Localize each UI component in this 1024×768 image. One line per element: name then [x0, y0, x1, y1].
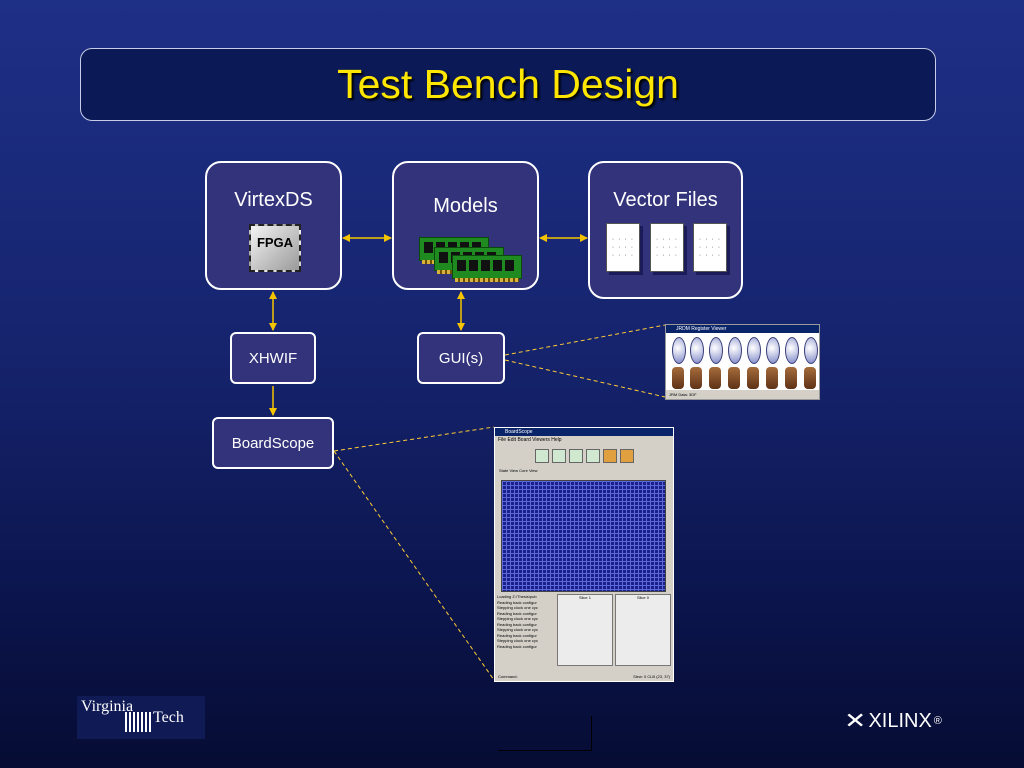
- xilinx-logo: ✕ XILINX ®: [844, 708, 942, 734]
- boardscope-clb-grid: [501, 480, 666, 592]
- register-viewer-titlebar: JRDM Register Viewer: [666, 325, 819, 333]
- slice-1-panel: Slice 1: [557, 594, 613, 666]
- register-hand-icon: [804, 367, 816, 389]
- boardscope-titlebar: BoardScope: [495, 428, 673, 436]
- register-hand-icon: [747, 367, 759, 389]
- xilinx-registered-mark: ®: [933, 715, 942, 727]
- vector-file-icon: · · · · · · · · · · · ·: [693, 223, 727, 272]
- register-hand-icon: [766, 367, 778, 389]
- vt-logo-mark-icon: [125, 712, 153, 732]
- boardscope-tabs: State View Core View: [499, 468, 538, 473]
- vector-file-icon: · · · · · · · · · · · ·: [650, 223, 684, 272]
- boardscope-menubar: File Edit Board Viewers Help: [498, 437, 562, 443]
- register-viewer-screenshot: JRDM Register Viewer JRM Data: 3DF: [665, 324, 820, 400]
- register-hand-icon: [728, 367, 740, 389]
- boardscope-label: BoardScope: [231, 434, 315, 452]
- dashed-gui-viewer-bottom: [504, 359, 666, 398]
- dashed-gui-viewer-top: [504, 324, 666, 356]
- register-gem-icon: [804, 337, 818, 364]
- xilinx-wordmark: XILINX: [868, 709, 932, 732]
- xhwif-node: XHWIF: [230, 332, 316, 384]
- fpga-chip-icon: FPGA: [249, 224, 301, 272]
- register-gem-icon: [766, 337, 780, 364]
- register-gem-icon: [709, 337, 723, 364]
- slide-title: Test Bench Design: [337, 61, 679, 107]
- vector-files-label: Vector Files: [613, 189, 718, 211]
- gui-node: GUI(s): [417, 332, 505, 384]
- virtexds-node: VirtexDS FPGA: [205, 161, 342, 290]
- boardscope-node: BoardScope: [212, 417, 334, 469]
- register-hand-icon: [672, 367, 684, 389]
- dashed-boardscope-window-bottom: [333, 450, 495, 681]
- vt-logo-line1: Virginia: [81, 698, 134, 715]
- title-box: Test Bench Design: [80, 48, 936, 121]
- xhwif-label: XHWIF: [248, 349, 298, 367]
- toolbar-button-icon: [585, 449, 600, 463]
- register-gem-icon: [785, 337, 799, 364]
- dashed-boardscope-window-top: [333, 426, 495, 452]
- toolbar-button-icon: [534, 449, 549, 463]
- fpga-chip-label: FPGA: [256, 235, 294, 250]
- toolbar-button-icon: [602, 449, 617, 463]
- register-hand-icon: [709, 367, 721, 389]
- vector-files-node: Vector Files · · · · · · · · · · · · · ·…: [588, 161, 743, 299]
- register-hand-icon: [690, 367, 702, 389]
- boardscope-screenshot: BoardScope File Edit Board Viewers Help …: [494, 427, 674, 682]
- models-node: Models: [392, 161, 539, 290]
- boardscope-toolbar: [495, 445, 673, 467]
- boardscope-statusbar: Command: Slew: 0 CLB (23, 37): [498, 674, 670, 679]
- register-gem-icon: [728, 337, 742, 364]
- boardscope-log: Loading Z:\Thesis\pub Reading back confi…: [497, 594, 538, 649]
- slice-0-panel: Slice 0: [615, 594, 671, 666]
- virtexds-label: VirtexDS: [234, 189, 313, 211]
- register-viewer-status: JRM Data: 3DF: [666, 390, 819, 399]
- xilinx-x-icon: ✕: [844, 708, 867, 733]
- register-gem-icon: [690, 337, 704, 364]
- toolbar-button-icon: [551, 449, 566, 463]
- vt-logo-line2: Tech: [153, 709, 184, 726]
- toolbar-button-icon: [568, 449, 583, 463]
- virginia-tech-logo: Virginia Tech: [77, 696, 205, 739]
- register-hand-icon: [785, 367, 797, 389]
- gui-label: GUI(s): [438, 349, 484, 367]
- register-gem-icon: [747, 337, 761, 364]
- toolbar-button-icon: [619, 449, 634, 463]
- vector-file-icon: · · · · · · · · · · · ·: [606, 223, 640, 272]
- bottom-placeholder-frame: [498, 716, 592, 751]
- models-label: Models: [433, 195, 498, 217]
- memory-module-icon: [452, 255, 522, 282]
- register-gem-icon: [672, 337, 686, 364]
